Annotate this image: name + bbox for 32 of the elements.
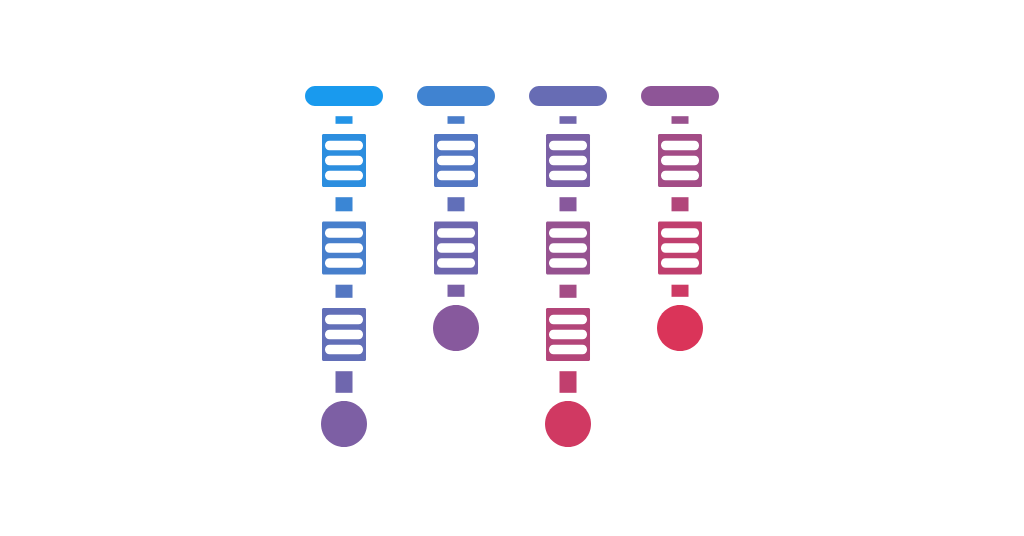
- pill-bar: [417, 86, 495, 106]
- circle: [545, 401, 591, 447]
- connector: [559, 197, 577, 212]
- server-box: [658, 221, 702, 275]
- server-box: [322, 221, 366, 275]
- server-box: [434, 134, 478, 187]
- circle: [321, 401, 367, 447]
- connector: [559, 116, 577, 124]
- connector: [447, 116, 465, 124]
- connector: [335, 116, 353, 124]
- connector: [559, 371, 577, 393]
- circle: [657, 305, 703, 351]
- pill-bar: [305, 86, 383, 106]
- connector: [671, 284, 689, 297]
- connector: [447, 284, 465, 297]
- pill-bar: [641, 86, 719, 106]
- connector: [671, 116, 689, 124]
- connector: [447, 197, 465, 212]
- server-box: [434, 221, 478, 275]
- server-box: [546, 308, 590, 361]
- server-box: [546, 221, 590, 275]
- server-box: [322, 308, 366, 361]
- circle: [433, 305, 479, 351]
- server-box: [546, 134, 590, 187]
- server-box: [658, 134, 702, 187]
- connector: [335, 197, 353, 212]
- connector: [335, 284, 353, 298]
- pill-bar: [529, 86, 607, 106]
- connector: [671, 197, 689, 212]
- connector: [335, 371, 353, 393]
- server-box: [322, 134, 366, 187]
- connector: [559, 284, 577, 298]
